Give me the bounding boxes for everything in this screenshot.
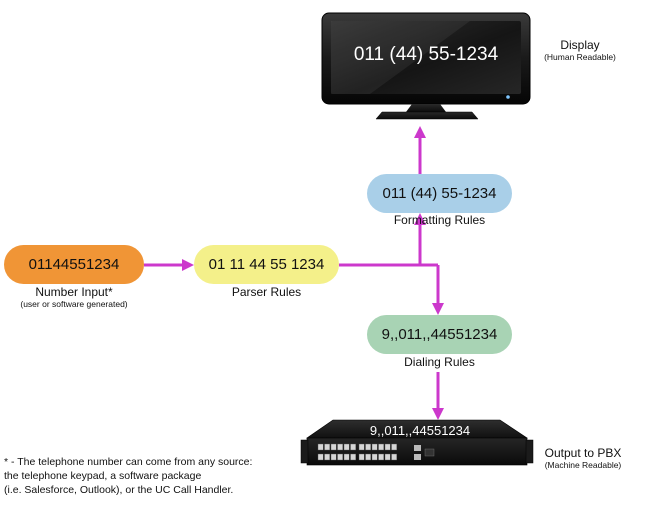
parser-rules-label: Parser Rules <box>231 285 302 299</box>
port-row-bottom-port <box>391 453 397 461</box>
port-row-top-port <box>350 443 356 451</box>
port-row-bottom-port <box>337 453 343 461</box>
arrow-to-display-head <box>414 126 426 138</box>
parser-rules-node: 01 11 44 55 1234 <box>194 245 339 284</box>
display-sublabel: (Human Readable) <box>544 52 616 62</box>
pbx-label: Output to PBX <box>544 446 622 460</box>
number-input-sublabel: (user or software generated) <box>20 299 128 309</box>
dialing-rules-node: 9,,011,,44551234 <box>367 315 512 354</box>
footnote-line-2: the telephone keypad, a software package <box>4 470 202 482</box>
port-row-top-port <box>317 443 324 451</box>
footnote-line-3: (i.e. Salesforce, Outlook), or the UC Ca… <box>4 484 234 496</box>
display-label: Display <box>560 38 600 52</box>
number-input-node: 01144551234 <box>4 245 144 284</box>
port-row-top-port <box>324 443 330 451</box>
port-row-bottom-port <box>324 453 330 461</box>
port-row-bottom-port <box>317 453 324 461</box>
dialing-rules-caption: Dialing Rules <box>367 355 512 369</box>
port-row-top-port <box>330 443 337 451</box>
port-row-bottom-port <box>384 453 391 461</box>
port-row-bottom-port <box>343 453 350 461</box>
port-row-bottom-port <box>371 453 378 461</box>
pbx-sublabel: (Machine Readable) <box>544 460 622 470</box>
number-input-caption: Number Input* (user or software generate… <box>4 285 144 309</box>
port-row-top-port <box>337 443 343 451</box>
display-caption: Display (Human Readable) <box>532 38 628 62</box>
formatting-rules-caption: Formatting Rules <box>367 213 512 227</box>
port-row-top-port <box>391 443 397 451</box>
arrow-input-to-parser-head <box>182 259 194 271</box>
port-row-top-port <box>378 443 384 451</box>
port-row-bottom-port <box>365 453 371 461</box>
network-switch-icon <box>300 419 534 466</box>
port-row-top-port <box>343 443 350 451</box>
dialing-rules-label: Dialing Rules <box>404 355 475 369</box>
port-row-bottom-port <box>350 453 356 461</box>
pbx-number: 9,,011,,44551234 <box>369 423 471 438</box>
arrow-to-dialing-head <box>432 303 444 315</box>
formatting-rules-node: 011 (44) 55-1234 <box>367 174 512 213</box>
monitor-icon <box>321 12 531 120</box>
number-input-label: Number Input* <box>35 285 113 299</box>
pbx-caption: Output to PBX (Machine Readable) <box>533 446 633 470</box>
port-row-bottom-port <box>378 453 384 461</box>
formatting-rules-label: Formatting Rules <box>393 213 486 227</box>
port-row-top-port <box>365 443 371 451</box>
port-row-top-port <box>371 443 378 451</box>
display-number: 011 (44) 55-1234 <box>353 44 499 65</box>
port-row-top-port <box>358 443 365 451</box>
parser-rules-caption: Parser Rules <box>194 285 339 299</box>
footnote-line-1: * - The telephone number can come from a… <box>4 456 253 468</box>
arrow-to-pbx-head <box>432 408 444 420</box>
arrow-to-formatting-head <box>414 213 426 225</box>
flow-arrows <box>144 126 444 420</box>
port-row-bottom-port <box>330 453 337 461</box>
port-row-top-port <box>384 443 391 451</box>
footnote: * - The telephone number can come from a… <box>4 455 304 497</box>
port-row-bottom-port <box>358 453 365 461</box>
